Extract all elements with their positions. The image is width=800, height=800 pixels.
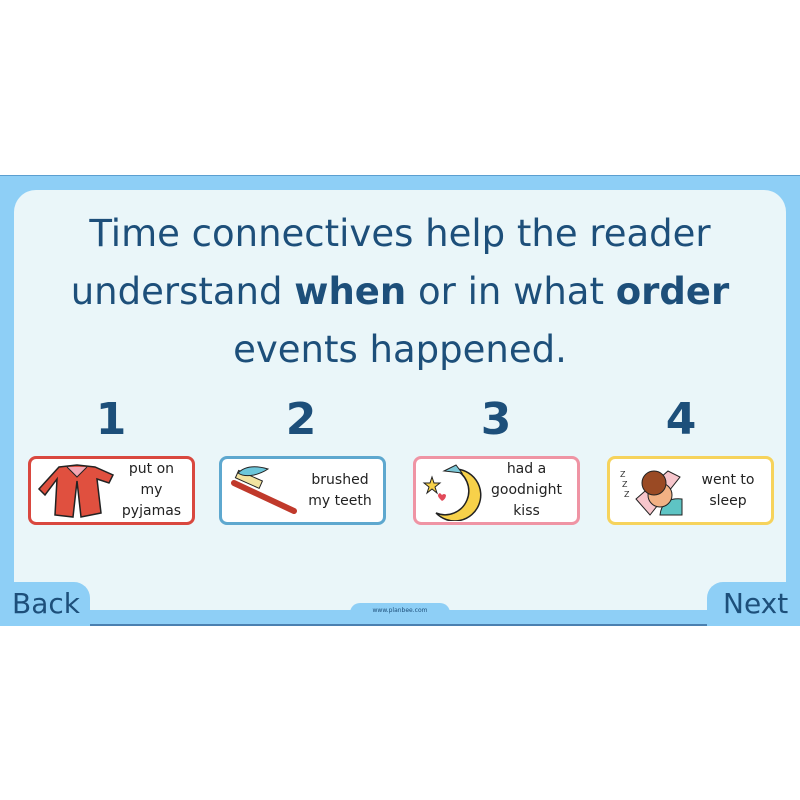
step-number-3: 3 (480, 394, 512, 445)
title-text: or in what (406, 270, 616, 313)
svg-text:Z: Z (624, 490, 630, 499)
footer-url: www.planbee.com (350, 603, 450, 617)
emphasis-order: order (615, 270, 730, 313)
card-text: kiss (513, 503, 540, 519)
title-line-1: Time connectives help the reader (89, 212, 711, 255)
toothbrush-icon (231, 466, 297, 514)
sleeping-child-icon: Z Z Z (620, 470, 683, 516)
step-card-4: Z Z Z went to sleep (607, 456, 774, 525)
card-text: brushed (311, 471, 369, 488)
card-text: goodnight (491, 482, 562, 498)
title-text: understand (70, 270, 295, 313)
title-line-2: understand when or in what order (14, 263, 786, 321)
slide-title: Time connectives help the reader underst… (14, 205, 786, 379)
back-button[interactable]: Back (0, 582, 90, 626)
moon-icon (422, 463, 482, 521)
card-text: pyjamas (121, 503, 182, 519)
step-card-1: put on my pyjamas (28, 456, 195, 525)
next-button[interactable]: Next (707, 582, 800, 626)
svg-text:Z: Z (622, 480, 628, 489)
card-text: went to (701, 471, 755, 488)
svg-text:Z: Z (620, 470, 626, 479)
card-text: put on my (128, 461, 175, 498)
card-text: sleep (709, 492, 747, 509)
emphasis-when: when (294, 270, 407, 313)
step-card-3: had a goodnight kiss (413, 456, 580, 525)
step-number-4: 4 (665, 394, 697, 445)
card-text: my teeth (308, 492, 372, 509)
step-number-2: 2 (285, 394, 317, 445)
step-card-2: brushed my teeth (219, 456, 386, 525)
step-number-1: 1 (95, 394, 127, 445)
slide-panel (14, 190, 786, 610)
title-line-3: events happened. (233, 328, 567, 371)
pyjamas-icon (37, 463, 115, 518)
card-text: had a (506, 461, 547, 477)
